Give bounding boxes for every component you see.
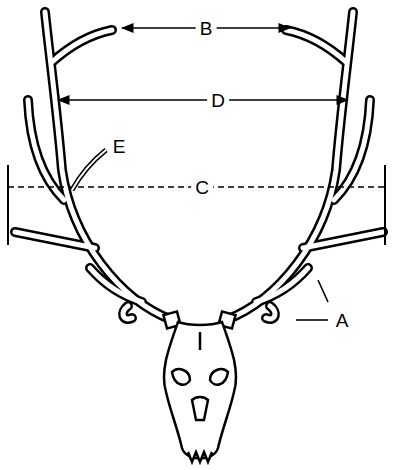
dimension-letter: A — [332, 310, 353, 331]
dimension-letter: E — [109, 136, 130, 157]
dimension-letter: B — [196, 18, 217, 39]
dimension-letter: C — [191, 177, 213, 198]
dimension-letter: D — [207, 90, 229, 111]
